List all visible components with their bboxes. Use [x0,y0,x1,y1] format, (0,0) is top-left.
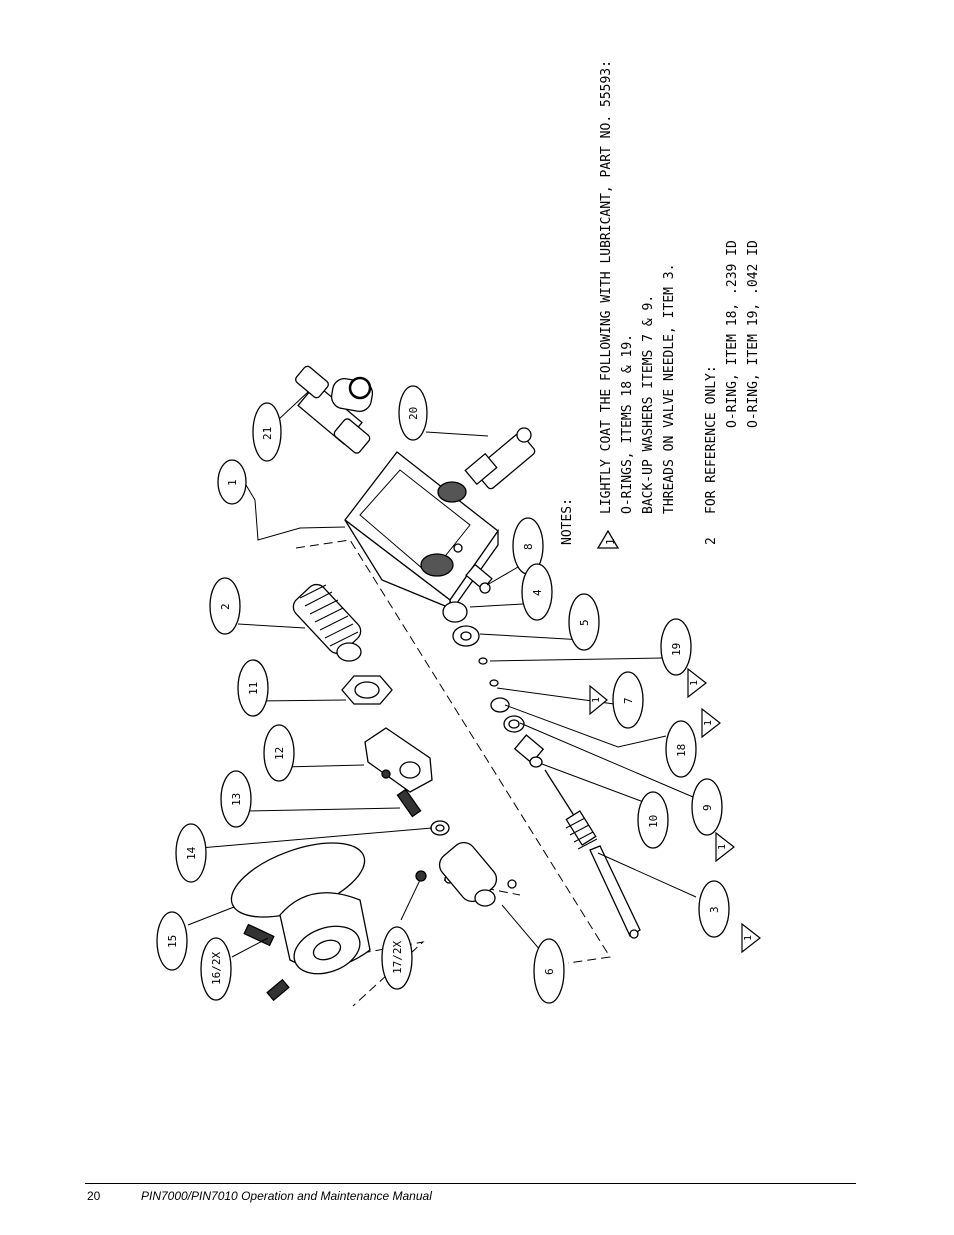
callout-11: 11 [237,659,269,717]
callout-13: 13 [220,770,252,828]
flange-15-part [230,842,371,975]
callout-7: 7 [612,671,644,729]
note-1-line-2: O-RINGS, ITEMS 18 & 19. [620,334,635,514]
fitting-20-part [464,427,536,490]
svg-text:9: 9 [701,804,714,811]
callout-19: 19 [660,618,692,676]
callout-17-2x: 17/2X [381,926,413,990]
svg-text:19: 19 [670,643,683,656]
svg-text:6: 6 [543,968,556,975]
note-1-line-4: THREADS ON VALVE NEEDLE, ITEM 3. [662,264,677,514]
svg-text:1: 1 [689,680,700,686]
leader-lines [187,391,697,971]
set-screw-13-part [396,788,422,818]
svg-text:14: 14 [185,846,198,860]
callout-9: 9 [691,778,723,836]
callout-18: 18 [665,720,697,778]
note-2-line-2: O-RING, ITEM 18, .239 ID [725,240,740,428]
note-1-line-3: BACK-UP WASHERS ITEMS 7 & 9. [641,295,656,514]
threaded-cylinder-part [292,583,362,662]
note-2-number: 2 [704,537,719,545]
callout-21: 21 [252,402,282,462]
svg-text:1: 1 [743,935,754,941]
screws-16-part [243,923,290,1002]
note-flag-icon: 1 [741,922,761,954]
item-4-part [442,601,468,623]
svg-text:12: 12 [273,747,286,760]
note-flag-icon: 1 [589,684,608,716]
svg-text:1: 1 [703,720,714,726]
callout-1: 1 [217,459,247,505]
valve-stack-parts [442,601,545,768]
svg-text:7: 7 [622,697,635,704]
svg-text:1: 1 [591,697,602,703]
svg-text:15: 15 [166,935,179,948]
note-1-number: 1 [604,538,617,545]
hex-nut-11-part [341,675,393,705]
note-1-flag-icon [596,529,620,549]
svg-text:17/2X: 17/2X [391,941,404,974]
svg-text:13: 13 [230,793,243,806]
note-2-line-3: O-RING, ITEM 19, .042 ID [746,240,761,428]
note-flags: 1 1 1 1 1 [589,667,761,954]
item-10-part [513,734,545,768]
svg-text:18: 18 [675,744,688,757]
callout-15: 15 [156,911,188,971]
callout-2: 2 [209,577,241,635]
note-flag-icon: 1 [715,831,735,863]
svg-text:8: 8 [522,543,535,550]
callout-10: 10 [637,791,669,849]
callout-14: 14 [175,823,207,883]
callout-4: 4 [521,563,553,621]
parts [230,365,641,1002]
svg-text:2: 2 [219,603,232,610]
svg-text:4: 4 [531,589,544,596]
svg-text:3: 3 [708,906,721,913]
notes-block: NOTES: 1 LIGHTLY COAT THE FOLLOWING WITH… [560,60,761,549]
svg-text:1: 1 [226,479,239,486]
hex-coupler-part [364,727,433,793]
callout-3: 3 [698,880,730,938]
svg-text:16/2X: 16/2X [210,952,223,985]
note-1-line-1: LIGHTLY COAT THE FOLLOWING WITH LUBRICAN… [599,60,614,514]
page-number: 20 [87,1189,101,1203]
svg-text:11: 11 [247,682,260,695]
item-19-part [478,657,488,665]
note-flag-icon: 1 [701,707,721,739]
svg-text:5: 5 [578,619,591,626]
note-2-line-1: FOR REFERENCE ONLY: [704,365,719,514]
note-flag-icon: 1 [687,667,707,699]
sleeve-6-part [438,841,498,907]
item-7-part [489,679,499,687]
callout-16-2x: 16/2X [200,937,232,1001]
svg-text:10: 10 [647,815,660,828]
item-18-part [490,697,510,713]
callouts: 1 21 20 2 11 12 13 14 [156,385,730,1004]
svg-text:1: 1 [717,844,728,850]
notes-heading: NOTES: [560,498,575,545]
valve-needle-part [544,769,641,939]
elbow-fitting-part [295,365,374,454]
manifold-block-part [344,451,499,612]
callout-20: 20 [398,385,428,441]
manual-title: PIN7000/PIN7010 Operation and Maintenanc… [141,1189,432,1203]
callout-6: 6 [533,938,565,1004]
footer-rule [85,1183,856,1184]
callout-5: 5 [568,593,600,651]
svg-text:21: 21 [261,427,274,440]
callout-12: 12 [263,724,295,782]
screw-8-part [465,563,493,594]
svg-text:20: 20 [407,407,420,420]
